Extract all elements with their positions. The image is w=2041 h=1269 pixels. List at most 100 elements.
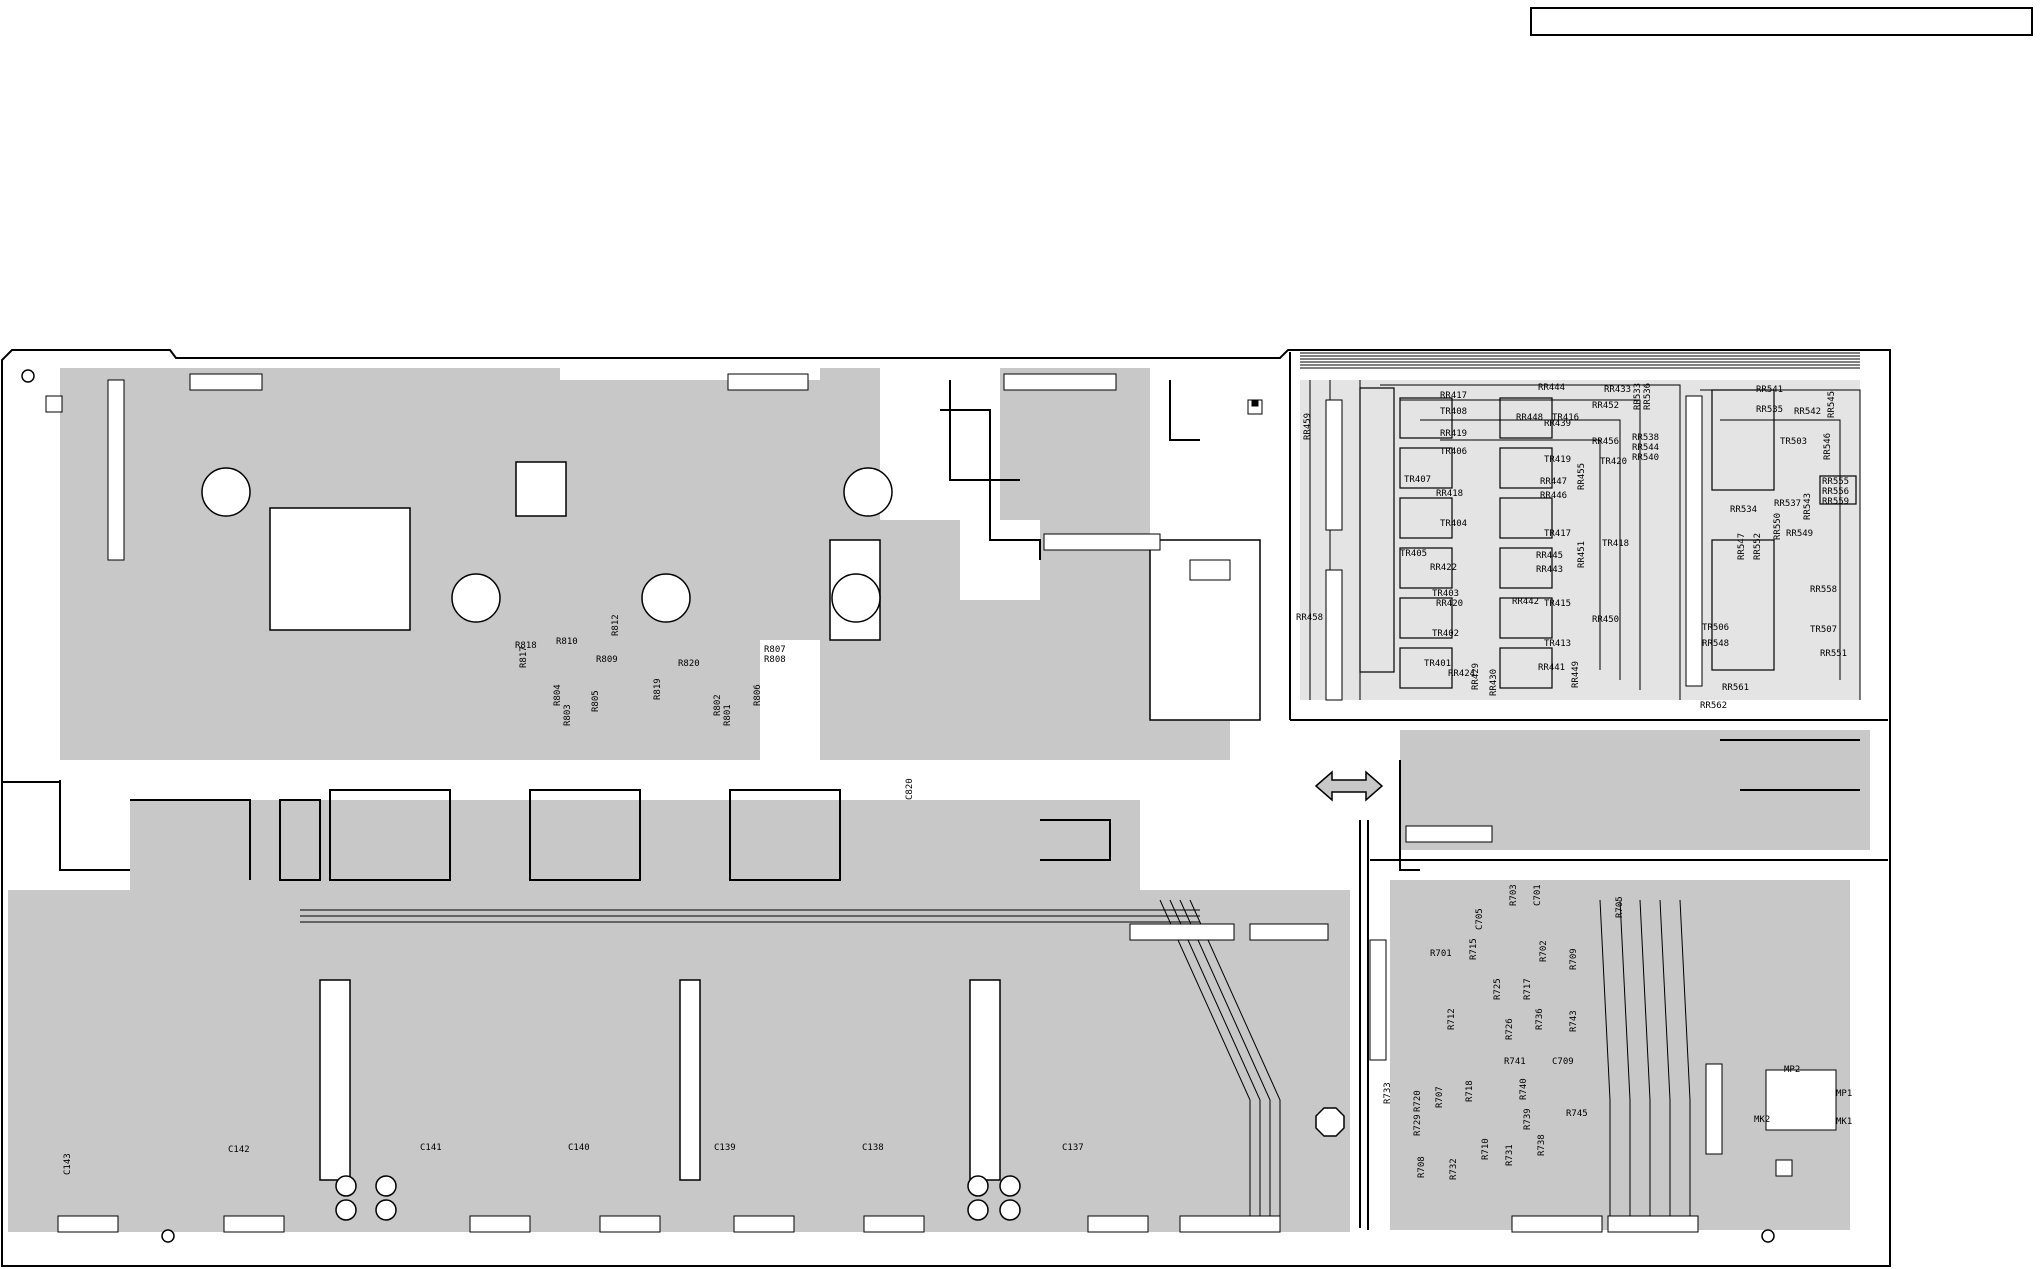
label-c143: C143: [63, 1153, 73, 1175]
label-rr422: RR422: [1430, 563, 1457, 573]
label-rr556: RR556: [1822, 487, 1849, 497]
label-r804: R804: [553, 684, 563, 706]
label-r731: R731: [1505, 1144, 1515, 1166]
label-rr443: RR443: [1536, 565, 1563, 575]
label-r702: R702: [1539, 940, 1549, 962]
label-rr442: RR442: [1512, 597, 1539, 607]
label-r808: R808: [764, 655, 786, 665]
label-r725: R725: [1493, 978, 1503, 1000]
label-c701: C701: [1533, 884, 1543, 906]
label-c139: C139: [714, 1143, 736, 1153]
label-rr417: RR417: [1440, 391, 1467, 401]
label-rr459: RR459: [1303, 413, 1313, 440]
label-rr444: RR444: [1538, 383, 1565, 393]
label-rr449: RR449: [1571, 661, 1581, 688]
label-rr533: RR533: [1633, 383, 1643, 410]
label-rr550: RR550: [1773, 513, 1783, 540]
label-rr543: RR543: [1803, 493, 1813, 520]
label-c705: C705: [1475, 908, 1485, 930]
label-rr537: RR537: [1774, 499, 1801, 509]
label-rr558: RR558: [1810, 585, 1837, 595]
label-rr419: RR419: [1440, 429, 1467, 439]
label-r745: R745: [1566, 1109, 1588, 1119]
label-rr430: RR430: [1489, 669, 1499, 696]
label-tr405: TR405: [1400, 549, 1427, 559]
label-r709: R709: [1569, 948, 1579, 970]
label-mk2: MK2: [1754, 1115, 1770, 1125]
label-rr441: RR441: [1538, 663, 1565, 673]
label-rr445: RR445: [1536, 551, 1563, 561]
label-tr507: TR507: [1810, 625, 1837, 635]
label-tr404: TR404: [1440, 519, 1467, 529]
mounting-circles: [21, 369, 1775, 1243]
label-r807: R807: [764, 645, 786, 655]
direction-arrow: [1314, 770, 1384, 802]
label-tr503: TR503: [1780, 437, 1807, 447]
label-rr439: RR439: [1544, 419, 1571, 429]
label-rr429: RR429: [1471, 663, 1481, 690]
connector-pads: [57, 373, 1837, 1233]
label-rr420: RR420: [1436, 599, 1463, 609]
label-rr541: RR541: [1756, 385, 1783, 395]
label-rr559: RR559: [1822, 497, 1849, 507]
label-r819: R819: [653, 678, 663, 700]
signal-traces: [300, 352, 1861, 1230]
fiducials: [45, 395, 1793, 1177]
label-rr561: RR561: [1722, 683, 1749, 693]
label-r708: R708: [1417, 1156, 1427, 1178]
label-rr447: RR447: [1540, 477, 1567, 487]
label-r733: R733: [1383, 1082, 1393, 1104]
label-c140: C140: [568, 1143, 590, 1153]
label-r812: R812: [611, 614, 621, 636]
label-tr401: TR401: [1424, 659, 1451, 669]
label-c820: C820: [905, 778, 915, 800]
label-tr408: TR408: [1440, 407, 1467, 417]
label-r732: R732: [1449, 1158, 1459, 1180]
trace-outlines: [59, 380, 1860, 1228]
label-r743: R743: [1569, 1010, 1579, 1032]
label-rr535: RR535: [1756, 405, 1783, 415]
label-r726: R726: [1505, 1018, 1515, 1040]
component-labels: C143 C142 C141 C140 C139 C138 C137 R818 …: [63, 383, 1852, 1180]
label-rr536: RR536: [1643, 383, 1653, 410]
label-rr450: RR450: [1592, 615, 1619, 625]
label-r715: R715: [1469, 938, 1479, 960]
label-tr419: TR419: [1544, 455, 1571, 465]
label-mp1: MP1: [1836, 1089, 1852, 1099]
label-r818: R818: [515, 641, 537, 651]
label-tr420: TR420: [1600, 457, 1627, 467]
label-r738: R738: [1537, 1134, 1547, 1156]
label-r802: R802: [713, 694, 723, 716]
label-tr417: TR417: [1544, 529, 1571, 539]
label-rr552: RR552: [1753, 533, 1763, 560]
label-rr538: RR538: [1632, 433, 1659, 443]
copper-clearances: [269, 461, 1261, 1181]
label-r718: R718: [1465, 1080, 1475, 1102]
label-r705: R705: [1615, 896, 1625, 918]
label-rr562: RR562: [1700, 701, 1727, 711]
label-tr406: TR406: [1440, 447, 1467, 457]
label-rr424: RR424: [1448, 669, 1475, 679]
label-r801: R801: [723, 704, 733, 726]
label-rr418: RR418: [1436, 489, 1463, 499]
label-rr555: RR555: [1822, 477, 1849, 487]
label-rr534: RR534: [1730, 505, 1757, 515]
label-r736: R736: [1535, 1008, 1545, 1030]
board-outline: [1, 349, 1891, 1267]
label-rr446: RR446: [1540, 491, 1567, 501]
title-block-box: [1530, 7, 2033, 36]
label-r803: R803: [563, 704, 573, 726]
label-c141: C141: [420, 1143, 442, 1153]
label-rr545: RR545: [1827, 391, 1837, 418]
label-tr415: TR415: [1544, 599, 1571, 609]
label-rr540: RR540: [1632, 453, 1659, 463]
label-r820: R820: [678, 659, 700, 669]
label-rr544: RR544: [1632, 443, 1659, 453]
label-tr407: TR407: [1404, 475, 1431, 485]
label-rr542: RR542: [1794, 407, 1821, 417]
label-c709: C709: [1552, 1057, 1574, 1067]
label-r739: R739: [1523, 1108, 1533, 1130]
label-r701: R701: [1430, 949, 1452, 959]
label-rr549: RR549: [1786, 529, 1813, 539]
label-tr402: TR402: [1432, 629, 1459, 639]
